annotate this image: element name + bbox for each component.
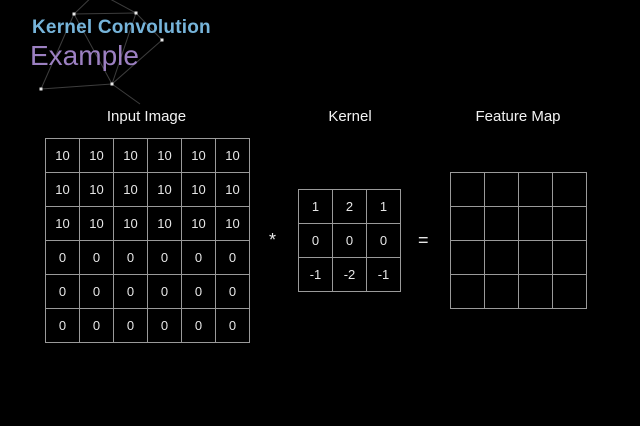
matrix-cell: -2	[332, 257, 367, 292]
matrix-cell: 0	[215, 240, 250, 275]
matrix-cell: 10	[113, 138, 148, 173]
matrix-cell: 0	[147, 308, 182, 343]
matrix-cell: 10	[181, 172, 216, 207]
slide-subtitle: Example	[30, 40, 139, 71]
matrix-cell: 10	[113, 172, 148, 207]
matrix-cell	[484, 274, 519, 309]
matrix-cell	[450, 274, 485, 309]
matrix-cell: 10	[215, 138, 250, 173]
matrix-cell	[450, 240, 485, 275]
matrix-row	[450, 240, 587, 275]
matrix-cell: -1	[366, 257, 401, 292]
matrix-cell	[484, 206, 519, 241]
matrix-cell: 1	[366, 189, 401, 224]
matrix-cell: 0	[215, 308, 250, 343]
matrix-cell: 0	[298, 223, 333, 258]
matrix-cell: 0	[113, 274, 148, 309]
feature-map-label: Feature Map	[475, 108, 561, 125]
matrix-cell	[450, 172, 485, 207]
matrix-cell	[552, 240, 587, 275]
matrix-cell: 2	[332, 189, 367, 224]
matrix-cell	[518, 274, 553, 309]
matrix-cell	[552, 274, 587, 309]
matrix-cell	[484, 172, 519, 207]
convolution-operator: *	[269, 230, 277, 250]
matrix-cell: 0	[45, 240, 80, 275]
matrix-cell: 10	[45, 206, 80, 241]
matrix-cell: 10	[181, 138, 216, 173]
feature-map-grid	[450, 172, 587, 309]
matrix-cell: 0	[45, 308, 80, 343]
matrix-cell	[518, 172, 553, 207]
matrix-cell: 0	[147, 240, 182, 275]
matrix-cell: 0	[147, 274, 182, 309]
matrix-cell	[518, 206, 553, 241]
matrix-cell: 10	[79, 172, 114, 207]
matrix-cell: 10	[45, 138, 80, 173]
matrix-cell: 10	[79, 138, 114, 173]
matrix-cell: 0	[113, 308, 148, 343]
matrix-cell: 0	[181, 240, 216, 275]
matrix-cell: 10	[147, 172, 182, 207]
matrix-cell: 10	[181, 206, 216, 241]
matrix-cell: 10	[79, 206, 114, 241]
matrix-cell: 10	[147, 138, 182, 173]
matrix-cell: 0	[366, 223, 401, 258]
matrix-cell: 0	[332, 223, 367, 258]
matrix-cell	[552, 206, 587, 241]
matrix-row: -1-2-1	[298, 257, 401, 292]
matrix-cell: 0	[215, 274, 250, 309]
matrix-cell: 10	[215, 206, 250, 241]
matrix-cell	[552, 172, 587, 207]
matrix-cell: 10	[215, 172, 250, 207]
matrix-cell: 1	[298, 189, 333, 224]
matrix-cell	[450, 206, 485, 241]
matrix-cell: 0	[181, 308, 216, 343]
input-image-label: Input Image	[106, 108, 187, 125]
matrix-cell: 0	[79, 240, 114, 275]
equals-operator: =	[418, 230, 429, 250]
matrix-cell	[518, 240, 553, 275]
network-constellation-graphic	[39, 0, 164, 105]
matrix-row	[450, 274, 587, 309]
kernel-label: Kernel	[328, 108, 372, 125]
matrix-cell: 0	[45, 274, 80, 309]
matrix-row	[450, 172, 587, 207]
matrix-cell: 0	[79, 308, 114, 343]
matrix-cell	[484, 240, 519, 275]
slide-title: Kernel Convolution	[32, 17, 211, 38]
matrix-cell: 0	[181, 274, 216, 309]
matrix-row	[450, 206, 587, 241]
matrix-cell: 0	[113, 240, 148, 275]
matrix-cell: 10	[45, 172, 80, 207]
matrix-cell: 0	[79, 274, 114, 309]
matrix-cell: 10	[147, 206, 182, 241]
matrix-cell: -1	[298, 257, 333, 292]
matrix-cell: 10	[113, 206, 148, 241]
